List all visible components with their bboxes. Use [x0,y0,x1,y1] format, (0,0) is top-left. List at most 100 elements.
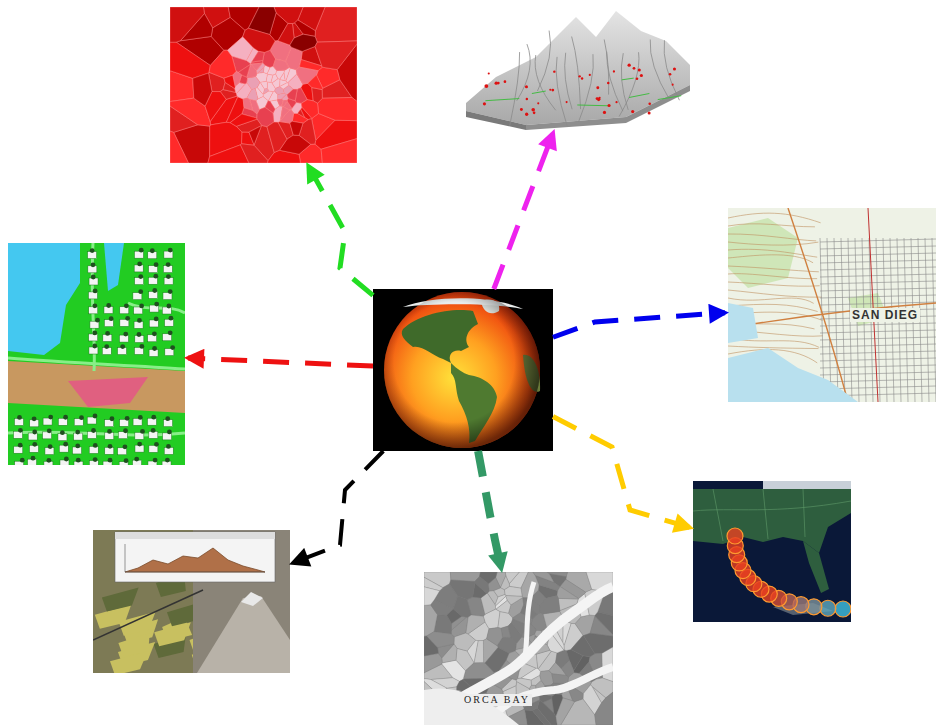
terrain-profile-view [93,530,290,673]
map-line [290,34,317,51]
map-line [233,72,242,87]
tree-dot [20,458,25,463]
map-line [820,288,936,291]
map-line [820,281,936,284]
map-line [658,96,682,100]
map-thumbnail: SAN DIEG [728,208,936,402]
tree-dot [64,457,69,462]
map-dot [525,85,528,88]
map-dot [566,101,568,103]
tree-dot [137,318,142,323]
globe-picture [373,289,553,451]
map-line [267,122,287,152]
tree-dot [109,316,114,321]
tree-dot [123,428,128,433]
tree-dot [152,331,157,336]
map-thumbnail [8,243,185,465]
map-dot [648,111,651,114]
tree-dot [48,444,53,449]
map-shape [68,377,148,407]
map-line [820,372,936,375]
tree-dot [138,289,143,294]
lot-marker [147,418,156,425]
map-line [535,55,556,110]
map-dot [581,77,583,79]
map-line [537,31,550,91]
map-line [321,139,357,163]
tree-dot [134,457,139,462]
map-line [266,74,273,82]
map-dot [638,69,641,72]
terrain-model [466,11,690,130]
lot-marker [89,446,98,453]
topographic-map [728,208,936,402]
map-dot [669,73,672,76]
map-line [487,628,503,646]
map-dot [633,67,636,70]
tree-dot [93,289,98,294]
map-line [556,57,567,126]
map-line [502,679,517,692]
tree-dot [137,262,142,267]
globe-box [373,289,553,451]
map-line [510,52,520,126]
tree-dot [168,289,173,294]
tree-dot [137,442,142,447]
map-line [540,595,560,613]
map-line [595,612,613,635]
lot-marker [149,291,158,298]
tree-dot [75,430,80,435]
tree-dot [125,316,130,321]
tree-dot [75,444,80,449]
tree-dot [166,444,171,449]
map-line [290,121,303,135]
tree-dot [150,248,155,253]
map-line [728,303,936,328]
map-line [728,282,820,286]
tree-dot [93,414,98,419]
map-line [728,234,816,241]
tree-dot [124,303,129,308]
map-line [260,81,267,89]
map-line [193,73,212,106]
dashed-arrow [188,358,373,366]
lot-marker [119,335,128,342]
tree-dot [154,262,159,267]
tree-dot [91,275,96,280]
map-line [504,586,522,596]
map-dot [533,112,536,115]
tree-dot [92,331,97,336]
map-dot [672,84,674,86]
lot-marker [165,319,174,326]
tree-dot [137,332,142,337]
map-line [820,323,936,326]
map-shape [693,489,851,553]
tree-dot [79,415,84,420]
map-dot [596,86,599,89]
tree-dot [165,458,170,463]
map-line [249,126,261,145]
tree-dot [154,442,159,447]
map-line [516,678,531,688]
tree-dot [93,443,98,448]
tree-dot [153,458,158,463]
map-line [495,594,506,605]
tree-dot [153,274,158,279]
map-shape [466,11,690,125]
map-line [728,255,813,263]
map-thumbnail [466,5,690,130]
map-line [466,615,485,634]
lot-marker [89,347,98,354]
tree-dot [91,428,96,433]
map-line [820,246,936,249]
map-dot [631,110,634,113]
tree-dot [152,288,157,293]
map-line [424,587,440,606]
map-line [243,98,252,110]
map-line [572,37,581,110]
tree-dot [104,344,109,349]
dashed-arrow [553,417,690,528]
tree-dot [107,429,112,434]
map-line [308,75,323,89]
